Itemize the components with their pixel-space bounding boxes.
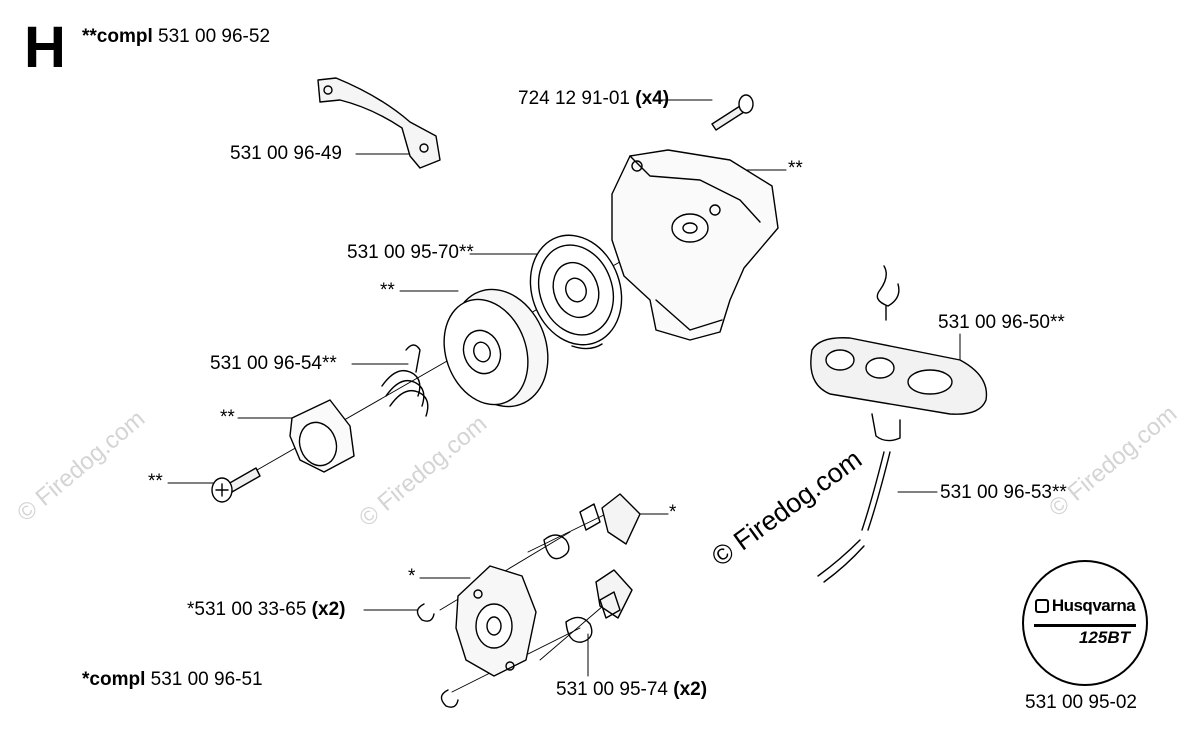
spring-shape: [381, 344, 429, 417]
label-qty: (x2): [673, 679, 708, 700]
spring-cap-shape: [289, 399, 355, 473]
label-housing: **: [788, 158, 803, 180]
label-text: 531 00 96-50**: [938, 312, 1065, 333]
sub-assembly-number: 531 00 96-51: [150, 669, 263, 690]
section-letter: H: [24, 15, 66, 80]
cord-shape: [817, 451, 891, 583]
logo-model: 125BT: [1078, 628, 1130, 647]
label-text: 531 00 96-54**: [210, 353, 337, 374]
husqvarna-crown-icon: [1034, 599, 1049, 613]
label-handle: 531 00 96-50**: [938, 312, 1065, 334]
starter-housing-shape: [611, 149, 779, 341]
handle-shape: [810, 265, 988, 442]
label-text: **: [788, 158, 803, 179]
pulley-shape: [443, 288, 549, 408]
label-hub: *: [408, 566, 415, 588]
label-text: 531 00 96-53**: [940, 482, 1067, 503]
label-text: 724 12 91-01: [518, 88, 636, 109]
label-qty: (x4): [635, 88, 670, 109]
label-screw-bottom: **: [148, 471, 163, 493]
figure-number: 531 00 95-02: [1025, 692, 1137, 713]
logo-brand-line: Husqvarna: [1024, 596, 1146, 616]
label-text: **: [148, 471, 163, 492]
label-spring: 531 00 96-54**: [210, 353, 337, 375]
hub-shape: [455, 565, 537, 677]
sub-assembly-prefix: *compl: [82, 669, 146, 690]
label-gasket: 531 00 96-49: [230, 143, 342, 165]
label-text: *531 00 33-65: [187, 599, 312, 620]
logo-brand: Husqvarna: [1051, 596, 1136, 615]
logo-rule: [1034, 624, 1136, 627]
label-text: 531 00 96-49: [230, 143, 342, 164]
label-text: 531 00 95-70**: [347, 242, 474, 263]
label-pawl-spring: 531 00 95-74 (x2): [556, 679, 707, 701]
sub-assembly-note: *compl 531 00 96-51: [82, 669, 263, 691]
label-text: *: [408, 566, 416, 587]
assembly-header-prefix: **compl: [82, 26, 153, 47]
label-text: **: [380, 280, 395, 301]
label-text: **: [220, 407, 235, 428]
assembly-header: **compl 531 00 96-52: [82, 26, 270, 48]
label-text: *: [669, 502, 677, 523]
label-pawl: *: [669, 502, 676, 524]
label-rewind-spring: 531 00 95-70**: [347, 242, 474, 264]
bottom-screw-shape: [211, 467, 261, 503]
label-pulley: **: [380, 280, 395, 302]
label-screw-top: 724 12 91-01 (x4): [518, 88, 669, 110]
label-text: 531 00 95-74: [556, 679, 674, 700]
label-cord: 531 00 96-53**: [940, 482, 1067, 504]
assembly-header-number: 531 00 96-52: [158, 26, 271, 47]
label-qty: (x2): [311, 599, 346, 620]
rewind-spring-shape: [529, 234, 623, 350]
gasket-plate: [317, 77, 441, 169]
pawl-shapes: [543, 493, 641, 643]
label-washer: *531 00 33-65 (x2): [187, 599, 345, 621]
washer-shapes: [416, 603, 459, 708]
husqvarna-logo-badge: Husqvarna 125BT: [1022, 560, 1148, 686]
top-screw-shape: [711, 94, 754, 131]
label-cap: **: [220, 407, 235, 429]
